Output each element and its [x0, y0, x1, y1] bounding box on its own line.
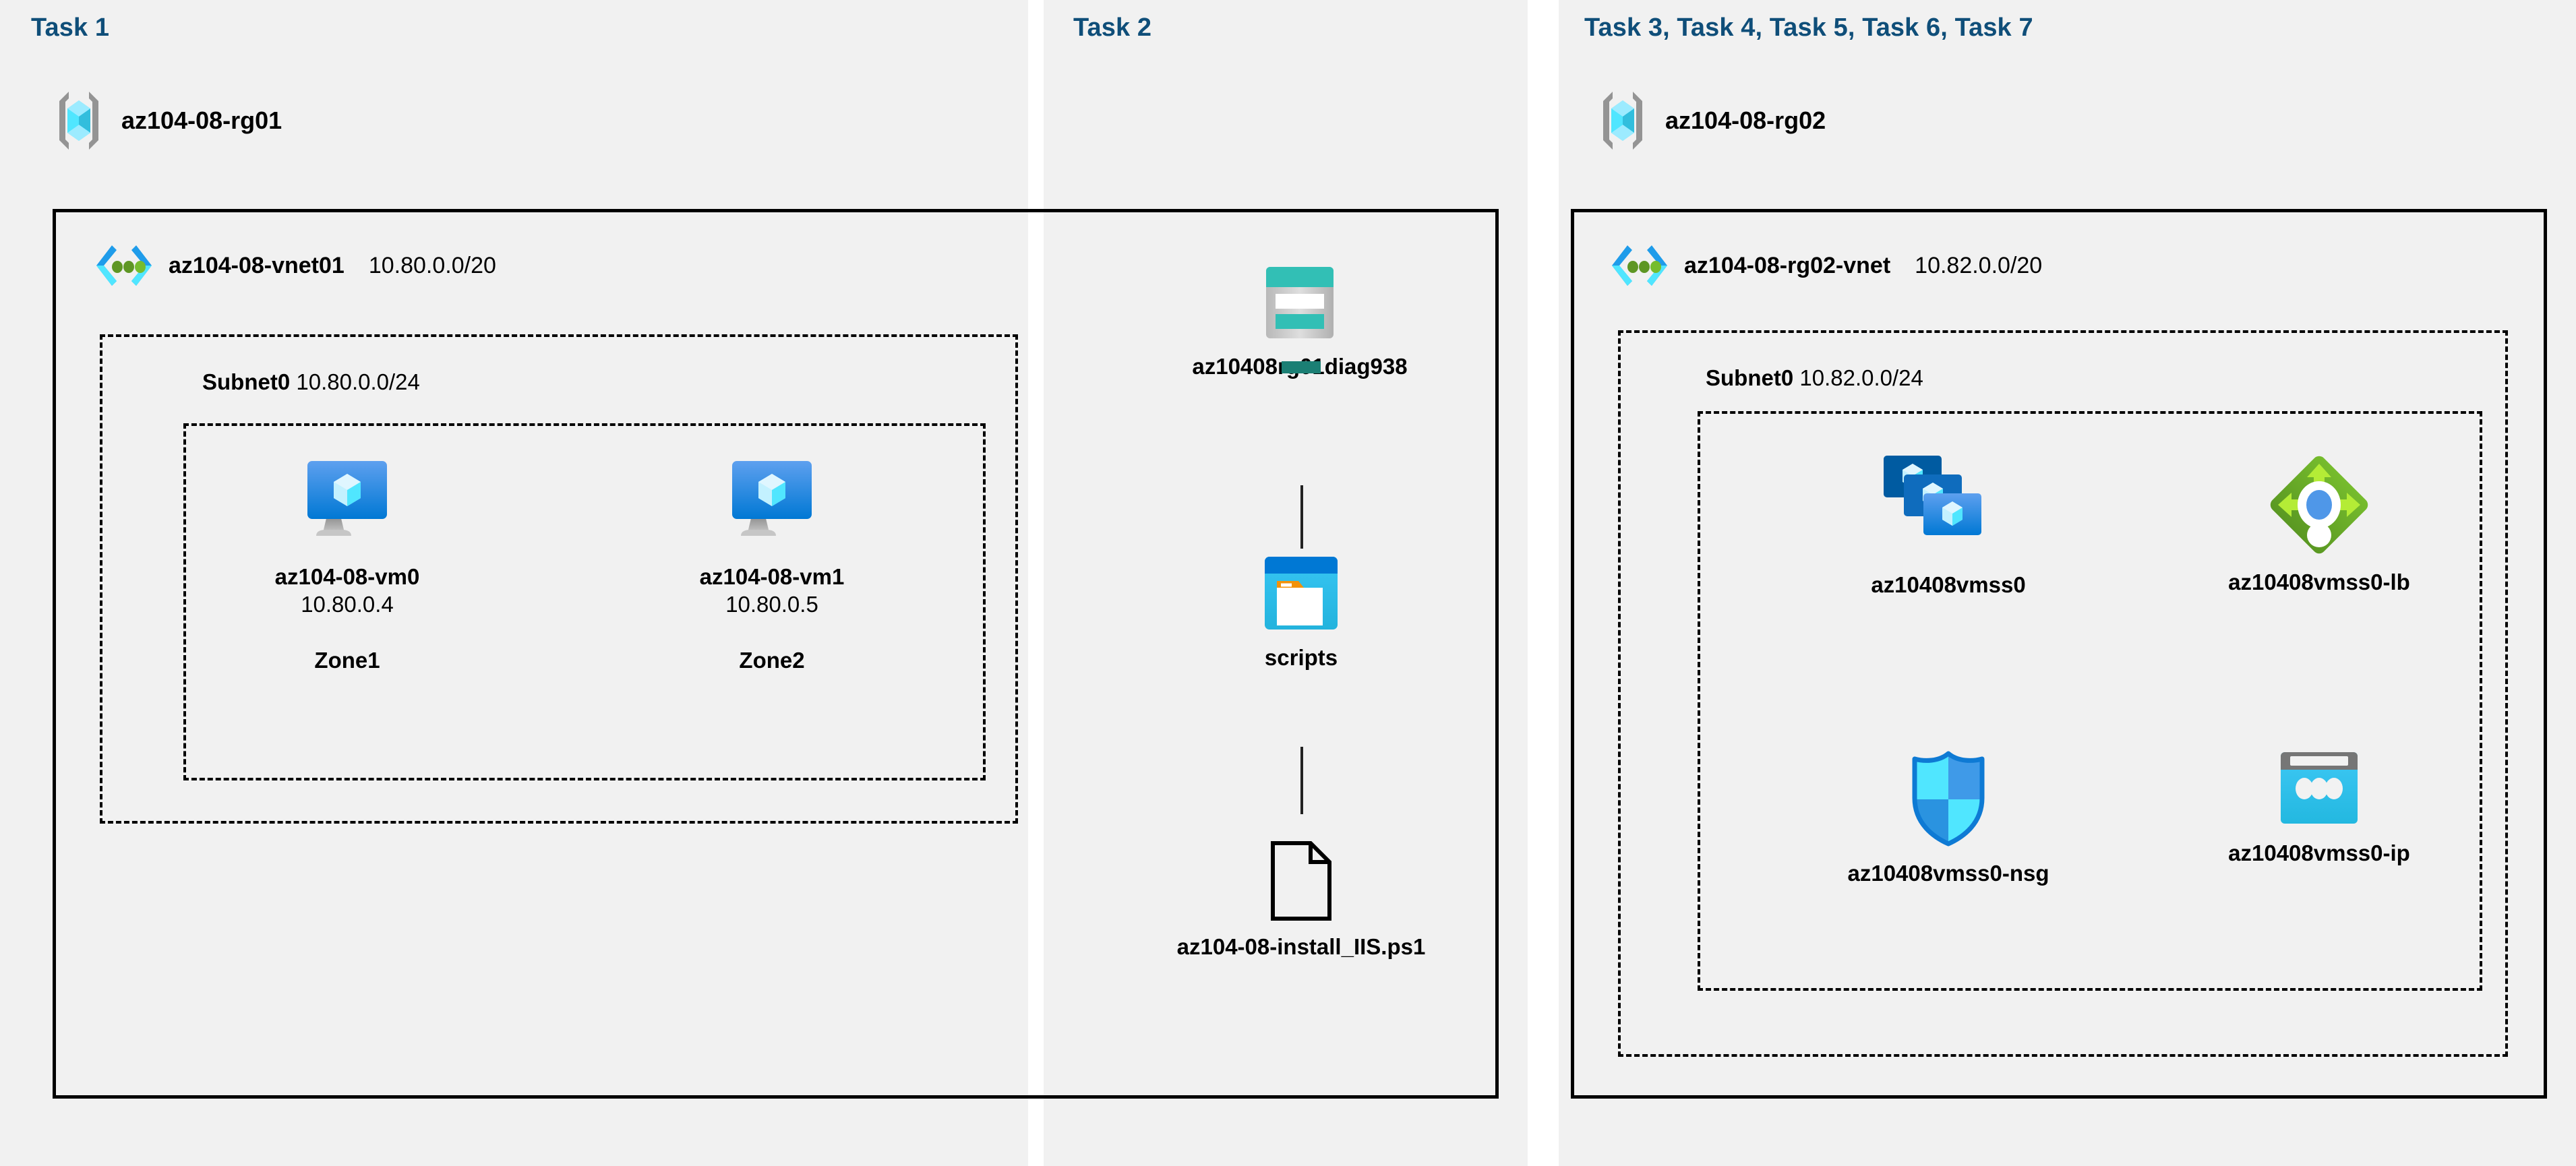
task-label-task1: Task 1 — [31, 13, 110, 42]
resource-node-az104-08-install-iis-ps1[interactable]: az104-08-install_IIS.ps1 — [1085, 839, 1517, 960]
vmss-name: az10408vmss0 — [1871, 572, 2026, 597]
blob-container-icon — [1261, 553, 1342, 634]
task-panel-task1 — [0, 0, 1028, 1166]
public-ip-address-icon — [2275, 748, 2363, 829]
file-name: az104-08-install_IIS.ps1 — [1176, 934, 1426, 959]
vm-availability-zone: Zone1 — [314, 648, 380, 673]
public-ip-name: az10408vmss0-ip — [2228, 840, 2410, 865]
network-security-group-icon — [1905, 748, 1991, 849]
resource-group-name: az104-08-rg01 — [121, 106, 282, 134]
subnet-name: Subnet0 — [1706, 365, 1794, 390]
vnet-cidr: 10.82.0.0/20 — [1915, 252, 2043, 278]
vm-name: az104-08-vm1 — [699, 564, 845, 589]
vm-ip-address: 10.80.0.5 — [725, 592, 818, 617]
subnet-label-task3: Subnet0 10.82.0.0/24 — [1706, 365, 1923, 391]
resource-node-az10408vmss0[interactable]: az10408vmss0 — [1793, 452, 2103, 599]
subnet-name: Subnet0 — [202, 369, 291, 394]
subnet-cidr: 10.82.0.0/24 — [1799, 365, 1923, 390]
subnet-cidr: 10.80.0.0/24 — [296, 369, 420, 394]
resource-group-icon — [1598, 89, 1648, 152]
resource-group-az104-08-rg02: az104-08-rg02 — [1598, 89, 1826, 152]
file-icon — [1267, 839, 1335, 923]
resource-group-name: az104-08-rg02 — [1665, 106, 1826, 134]
load-balancer-name: az10408vmss0-lb — [2228, 570, 2410, 594]
task-panel-task3 — [1559, 0, 2576, 1166]
connector-container-to-file — [1300, 747, 1303, 814]
vnet-name: az104-08-rg02-vnet — [1684, 252, 1891, 278]
vm-availability-zone: Zone2 — [739, 648, 805, 673]
vnet-header-az104-08-rg02-vnet: az104-08-rg02-vnet 10.82.0.0/20 — [1610, 241, 2042, 290]
storage-account-icon — [1262, 263, 1338, 342]
vm-ip-address: 10.80.0.4 — [301, 592, 394, 617]
task-label-task3: Task 3, Task 4, Task 5, Task 6, Task 7 — [1584, 13, 2033, 42]
subnet-boundary-task3 — [1618, 330, 2508, 1057]
subnet-label-task1: Subnet0 10.80.0.0/24 — [202, 369, 420, 395]
virtual-machine-icon — [721, 452, 822, 553]
resource-node-scripts[interactable]: scripts — [1207, 553, 1396, 671]
nsg-name: az10408vmss0-nsg — [1847, 861, 2049, 886]
availability-zone-boundary-task1 — [183, 423, 986, 780]
resource-node-az10408vmss0-ip[interactable]: az10408vmss0-ip — [2164, 748, 2474, 867]
container-name: scripts — [1264, 645, 1338, 670]
connector-storage-to-container — [1300, 485, 1303, 549]
vnet-header-az104-08-vnet01: az104-08-vnet01 10.80.0.0/20 — [94, 241, 496, 290]
resource-group-icon — [54, 89, 104, 152]
vnet-name: az104-08-vnet01 — [169, 252, 345, 278]
resource-group-az104-08-rg01: az104-08-rg01 — [54, 89, 282, 152]
task-label-task2: Task 2 — [1073, 13, 1152, 42]
resource-node-az10408vmss0-nsg[interactable]: az10408vmss0-nsg — [1793, 748, 2103, 887]
virtual-network-icon — [94, 241, 154, 290]
vnet-boundary-az104-08-rg02-vnet — [1571, 209, 2547, 1099]
resource-node-az104-08-vm1[interactable]: az104-08-vm1 10.80.0.5 Zone2 — [647, 452, 897, 673]
vm-name: az104-08-vm0 — [274, 564, 420, 589]
virtual-network-icon — [1610, 241, 1669, 290]
load-balancer-icon — [2266, 452, 2372, 558]
subnet-boundary-task1 — [100, 334, 1018, 824]
virtual-machine-icon — [297, 452, 398, 553]
resource-node-az10408vmss0-lb[interactable]: az10408vmss0-lb — [2164, 452, 2474, 596]
scale-set-boundary-task3 — [1698, 411, 2482, 991]
resource-node-az104-08-vm0[interactable]: az104-08-vm0 10.80.0.4 Zone1 — [222, 452, 472, 673]
resource-node-az10408rg01diag938[interactable]: az10408rg01diag938 — [1111, 263, 1489, 380]
storage-account-icon-bar — [1282, 361, 1321, 373]
vnet-boundary-az104-08-vnet01 — [53, 209, 1499, 1099]
vnet-cidr: 10.80.0.0/20 — [368, 252, 496, 278]
vm-scale-set-icon — [1881, 452, 2016, 561]
